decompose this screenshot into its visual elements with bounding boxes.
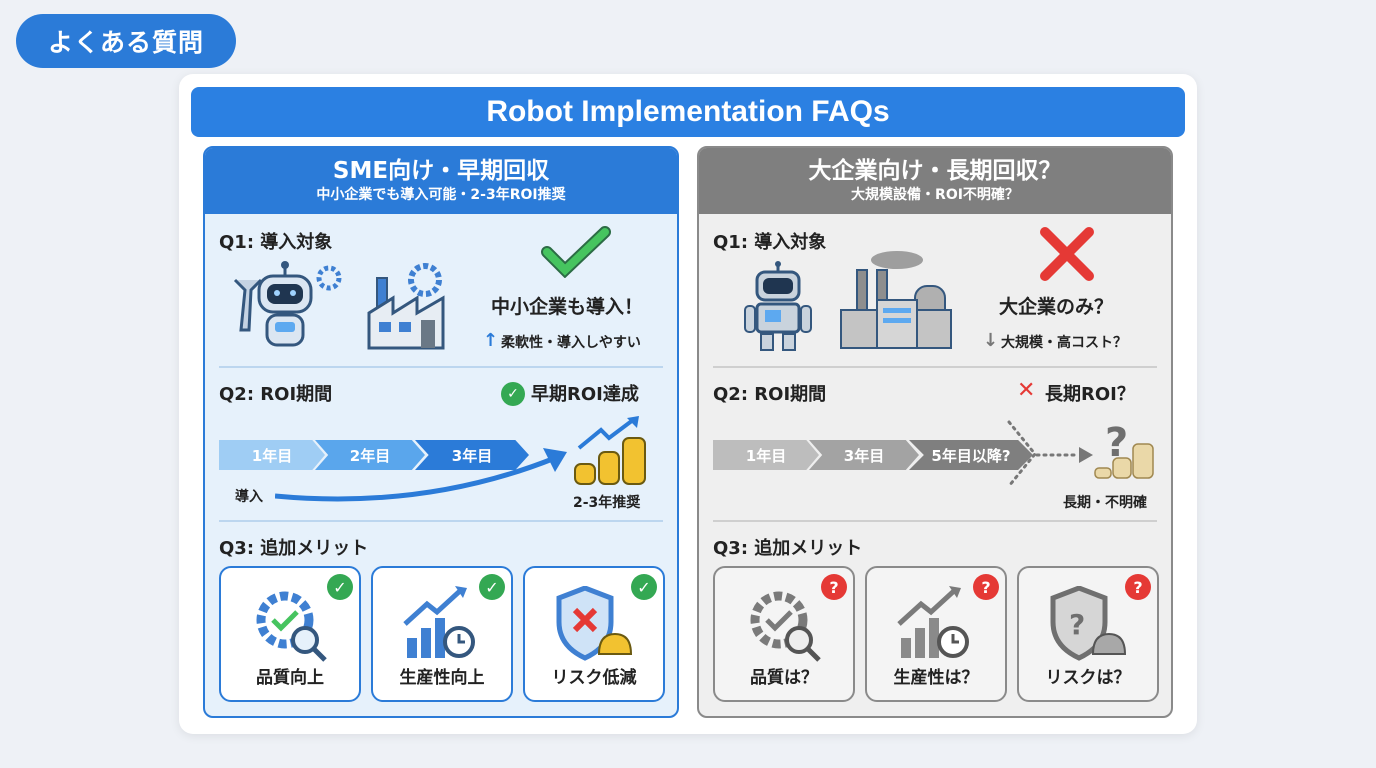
q2-status: 早期ROI達成 [531,384,639,405]
question-coins-icon: ? [1094,420,1154,479]
q3-label: Q3: 追加メリット [713,538,863,559]
benefit-tile-risk: ✓ リスク低減 [523,566,665,702]
q2-label: Q2: ROI期間 [219,384,333,405]
sme-title: SME向け・早期回収 [332,158,550,184]
gear-question-magnifier-icon [750,591,821,662]
q1-headline: 中小企業も導入！ [491,296,644,318]
shield-x-hardhat-icon [556,586,633,661]
tile-label: 品質向上 [256,668,324,688]
x-icon: ✕ [1017,378,1036,403]
q2-label: Q2: ROI期間 [713,384,827,405]
dotted-arrow-icon [1007,420,1093,488]
shield-question-hardhat-icon: ? [1050,586,1127,661]
faq-badge: よくある質問 [16,14,236,68]
result-label: 長期・不明確 [1063,495,1147,511]
arrow-up-icon: ↑ [483,330,499,351]
check-icon [541,226,611,278]
enterprise-header: 大企業向け・長期回収？ 大規模設備・ROI不明確？ [699,148,1171,214]
sme-subtitle: 中小企業でも導入可能・2-3年ROI推奨 [316,187,566,203]
faq-card: Robot Implementation FAQs SME向け・早期回収 中小企… [179,74,1197,734]
svg-text:?: ? [1105,420,1128,466]
benefit-tile-productivity: ✓ 生産性向上 [371,566,513,702]
gear-check-magnifier-icon [256,591,327,662]
bar-chart-clock-icon [897,586,969,658]
tile-label: リスク低減 [551,668,637,688]
benefit-tile-quality: ✓ 品質向上 [219,566,361,702]
timeline-step: 3年目 [809,440,919,470]
start-label: 導入 [235,489,263,505]
tile-label: リスクは？ [1045,668,1131,688]
enterprise-subtitle: 大規模設備・ROI不明確？ [851,187,1019,203]
benefit-tile-productivity: ? 生産性は？ [865,566,1007,702]
q1-label: Q1: 導入対象 [713,232,827,253]
q1-note: 柔軟性・導入しやすい [501,335,641,351]
question-badge-icon: ? [1125,574,1151,600]
enterprise-panel: 大企業向け・長期回収？ 大規模設備・ROI不明確？ Q1: 導入対象 [697,146,1173,718]
tile-label: 品質は？ [750,668,818,688]
timeline-step: 1年目 [713,440,819,470]
page-title: Robot Implementation FAQs [191,87,1185,137]
check-badge-icon: ✓ [479,574,505,600]
q1-note: 大規模・高コスト？ [1001,335,1127,351]
check-badge-icon: ✓ [327,574,353,600]
robot-icon [744,261,812,351]
x-icon [1040,227,1094,281]
benefit-tile-quality: ? 品質は？ [713,566,855,702]
q1-headline: 大企業のみ？ [999,296,1114,318]
large-factory-icon [840,251,952,349]
robot-icon [233,261,342,347]
question-badge-icon: ? [973,574,999,600]
timeline-step: 2年目 [315,440,425,470]
sme-header: SME向け・早期回収 中小企業でも導入可能・2-3年ROI推奨 [205,148,677,214]
check-badge-icon: ✓ [631,574,657,600]
timeline-step: 3年目 [415,440,529,470]
coins-growth-icon [574,416,646,485]
q1-label: Q1: 導入対象 [219,232,333,253]
tile-label: 生産性は？ [893,668,979,688]
growth-arrow-icon [275,448,567,502]
sme-panel: SME向け・早期回収 中小企業でも導入可能・2-3年ROI推奨 Q1: 導入対象 [203,146,679,718]
timeline-step: 1年目 [219,440,325,470]
bar-chart-clock-icon [403,586,475,658]
q2-status: 長期ROI？ [1045,384,1135,405]
benefit-tile-risk: ? ? リスクは？ [1017,566,1159,702]
small-factory-icon [367,263,445,350]
q3-label: Q3: 追加メリット [219,538,369,559]
arrow-down-icon: ↓ [983,330,999,351]
question-badge-icon: ? [821,574,847,600]
timeline-step: 5年目以降? [909,440,1033,470]
result-label: 2-3年推奨 [573,495,641,511]
enterprise-title: 大企業向け・長期回収？ [808,158,1062,184]
check-circle-icon: ✓ [501,382,525,406]
svg-text:?: ? [1069,608,1085,641]
tile-label: 生産性向上 [399,668,485,688]
